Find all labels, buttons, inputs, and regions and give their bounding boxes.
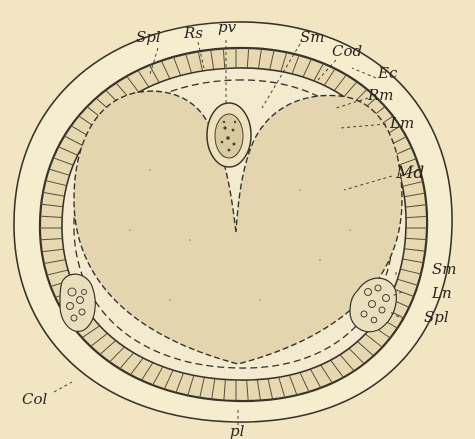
label-ec: Ec [377, 64, 398, 82]
label-sm-top: Sm [300, 28, 325, 46]
label-lm: Lm [389, 114, 414, 132]
label-spl-right: Spl [424, 308, 449, 326]
left-cell-cluster [60, 274, 95, 331]
label-rm: Rm [367, 86, 394, 104]
label-ln: Ln [431, 284, 452, 302]
label-rs: Rs [183, 24, 203, 42]
label-cod: Cod [332, 42, 362, 60]
notochord-structure [207, 103, 251, 167]
label-sm-right: Sm [432, 260, 457, 278]
label-md: Md [395, 163, 424, 183]
label-col: Col [22, 390, 48, 408]
label-spl-top: Spl [136, 28, 161, 46]
label-pl: pl [230, 422, 245, 439]
label-pv: pv [218, 18, 237, 36]
